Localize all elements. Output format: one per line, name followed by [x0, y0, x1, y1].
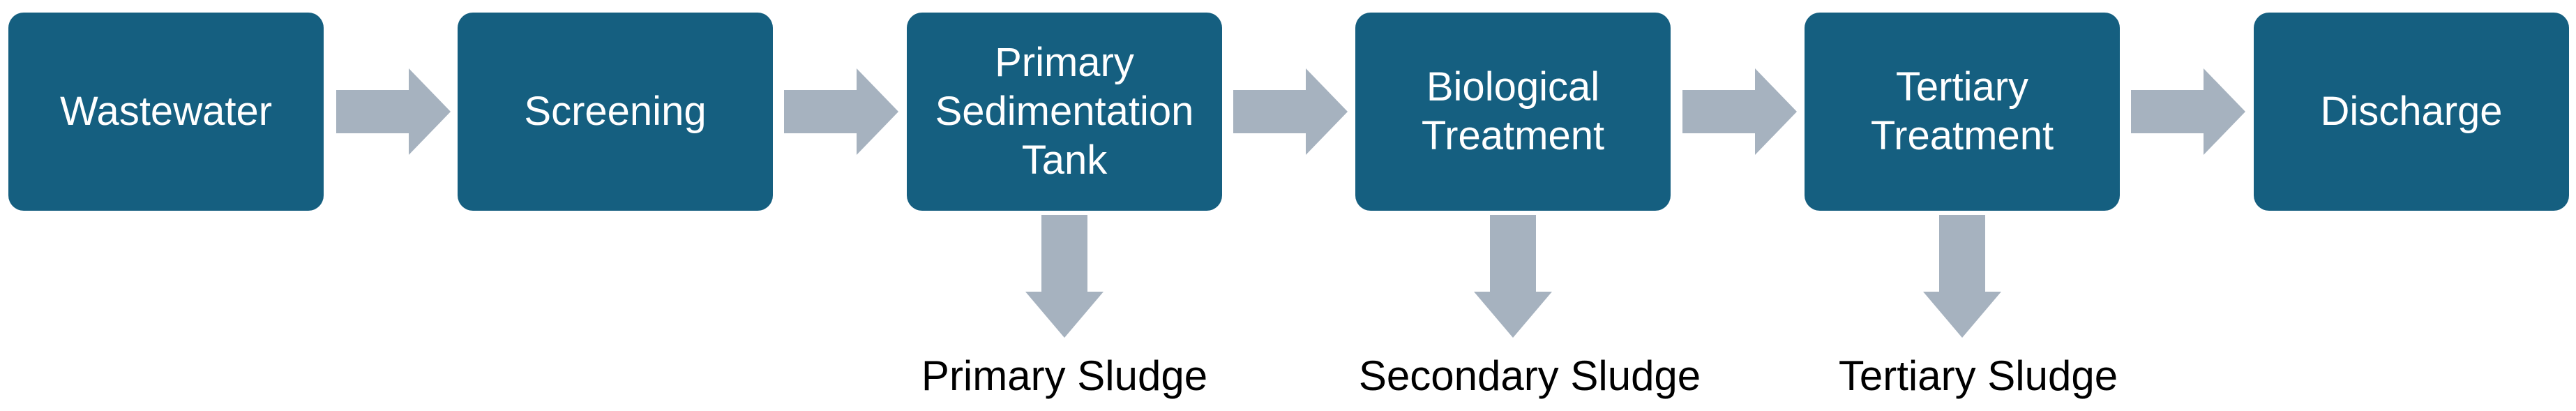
arrow-down-icon — [1025, 215, 1104, 338]
arrow-right-icon — [784, 68, 898, 155]
arrow-right-icon — [1682, 68, 1797, 155]
step-wastewater: Wastewater — [8, 13, 324, 211]
step-primary-sedimentation-tank: Primary Sedimentation Tank — [907, 13, 1222, 211]
step-screening: Screening — [458, 13, 773, 211]
step-tertiary-treatment: Tertiary Treatment — [1805, 13, 2120, 211]
byproduct-secondary-sludge: Secondary Sludge — [1358, 352, 1701, 399]
arrow-down-icon — [1923, 215, 2001, 338]
arrow-down-icon — [1474, 215, 1552, 338]
step-biological-treatment: Biological Treatment — [1355, 13, 1671, 211]
step-discharge: Discharge — [2254, 13, 2569, 211]
arrow-right-icon — [2131, 68, 2245, 155]
arrow-right-icon — [1233, 68, 1348, 155]
arrow-right-icon — [336, 68, 451, 155]
byproduct-tertiary-sludge: Tertiary Sludge — [1838, 352, 2118, 399]
byproduct-primary-sludge: Primary Sludge — [921, 352, 1208, 399]
